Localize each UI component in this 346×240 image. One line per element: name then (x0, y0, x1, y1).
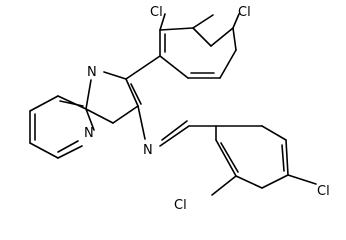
bond (287, 174, 317, 185)
bond (125, 78, 139, 107)
chlorine-label: Cl (238, 5, 251, 20)
bond (159, 125, 190, 147)
bond (85, 108, 114, 124)
bond (232, 27, 237, 51)
chlorine-label: Cl (317, 184, 330, 199)
atom-labels: Cl Cl N N N Cl Cl (84, 5, 330, 213)
bond (215, 139, 237, 177)
bond (192, 27, 212, 47)
structure-svg: Cl Cl N N N Cl Cl (29, 5, 330, 213)
bond (85, 108, 95, 131)
bond (57, 140, 79, 153)
bond (159, 13, 166, 31)
bond (103, 71, 127, 80)
bond (85, 79, 92, 110)
bond (57, 145, 83, 159)
bond (281, 144, 285, 172)
molecule-diagram: Cl Cl N N N Cl Cl (29, 5, 330, 213)
bond (125, 55, 161, 80)
bond (130, 83, 142, 105)
chlorine-label: Cl (174, 198, 187, 213)
nitrogen-label: N (84, 126, 94, 141)
nitrogen-label: N (143, 143, 153, 158)
bond (219, 49, 237, 79)
bond (232, 13, 240, 29)
bond (210, 27, 234, 47)
bond (220, 142, 239, 173)
bond (29, 95, 59, 112)
bond (192, 14, 214, 29)
bond (159, 27, 194, 31)
chlorine-label: Cl (150, 5, 163, 20)
bond (159, 55, 189, 79)
bond (59, 100, 84, 107)
bond (261, 174, 289, 189)
bond (285, 139, 289, 176)
bond (137, 105, 146, 140)
bond (57, 95, 87, 110)
bond (29, 142, 59, 159)
bond (112, 105, 139, 124)
bond (261, 125, 287, 141)
bond (211, 175, 237, 196)
bond (235, 175, 263, 189)
bonds (29, 13, 317, 196)
nitrogen-label: N (87, 65, 97, 80)
bond (161, 120, 188, 141)
